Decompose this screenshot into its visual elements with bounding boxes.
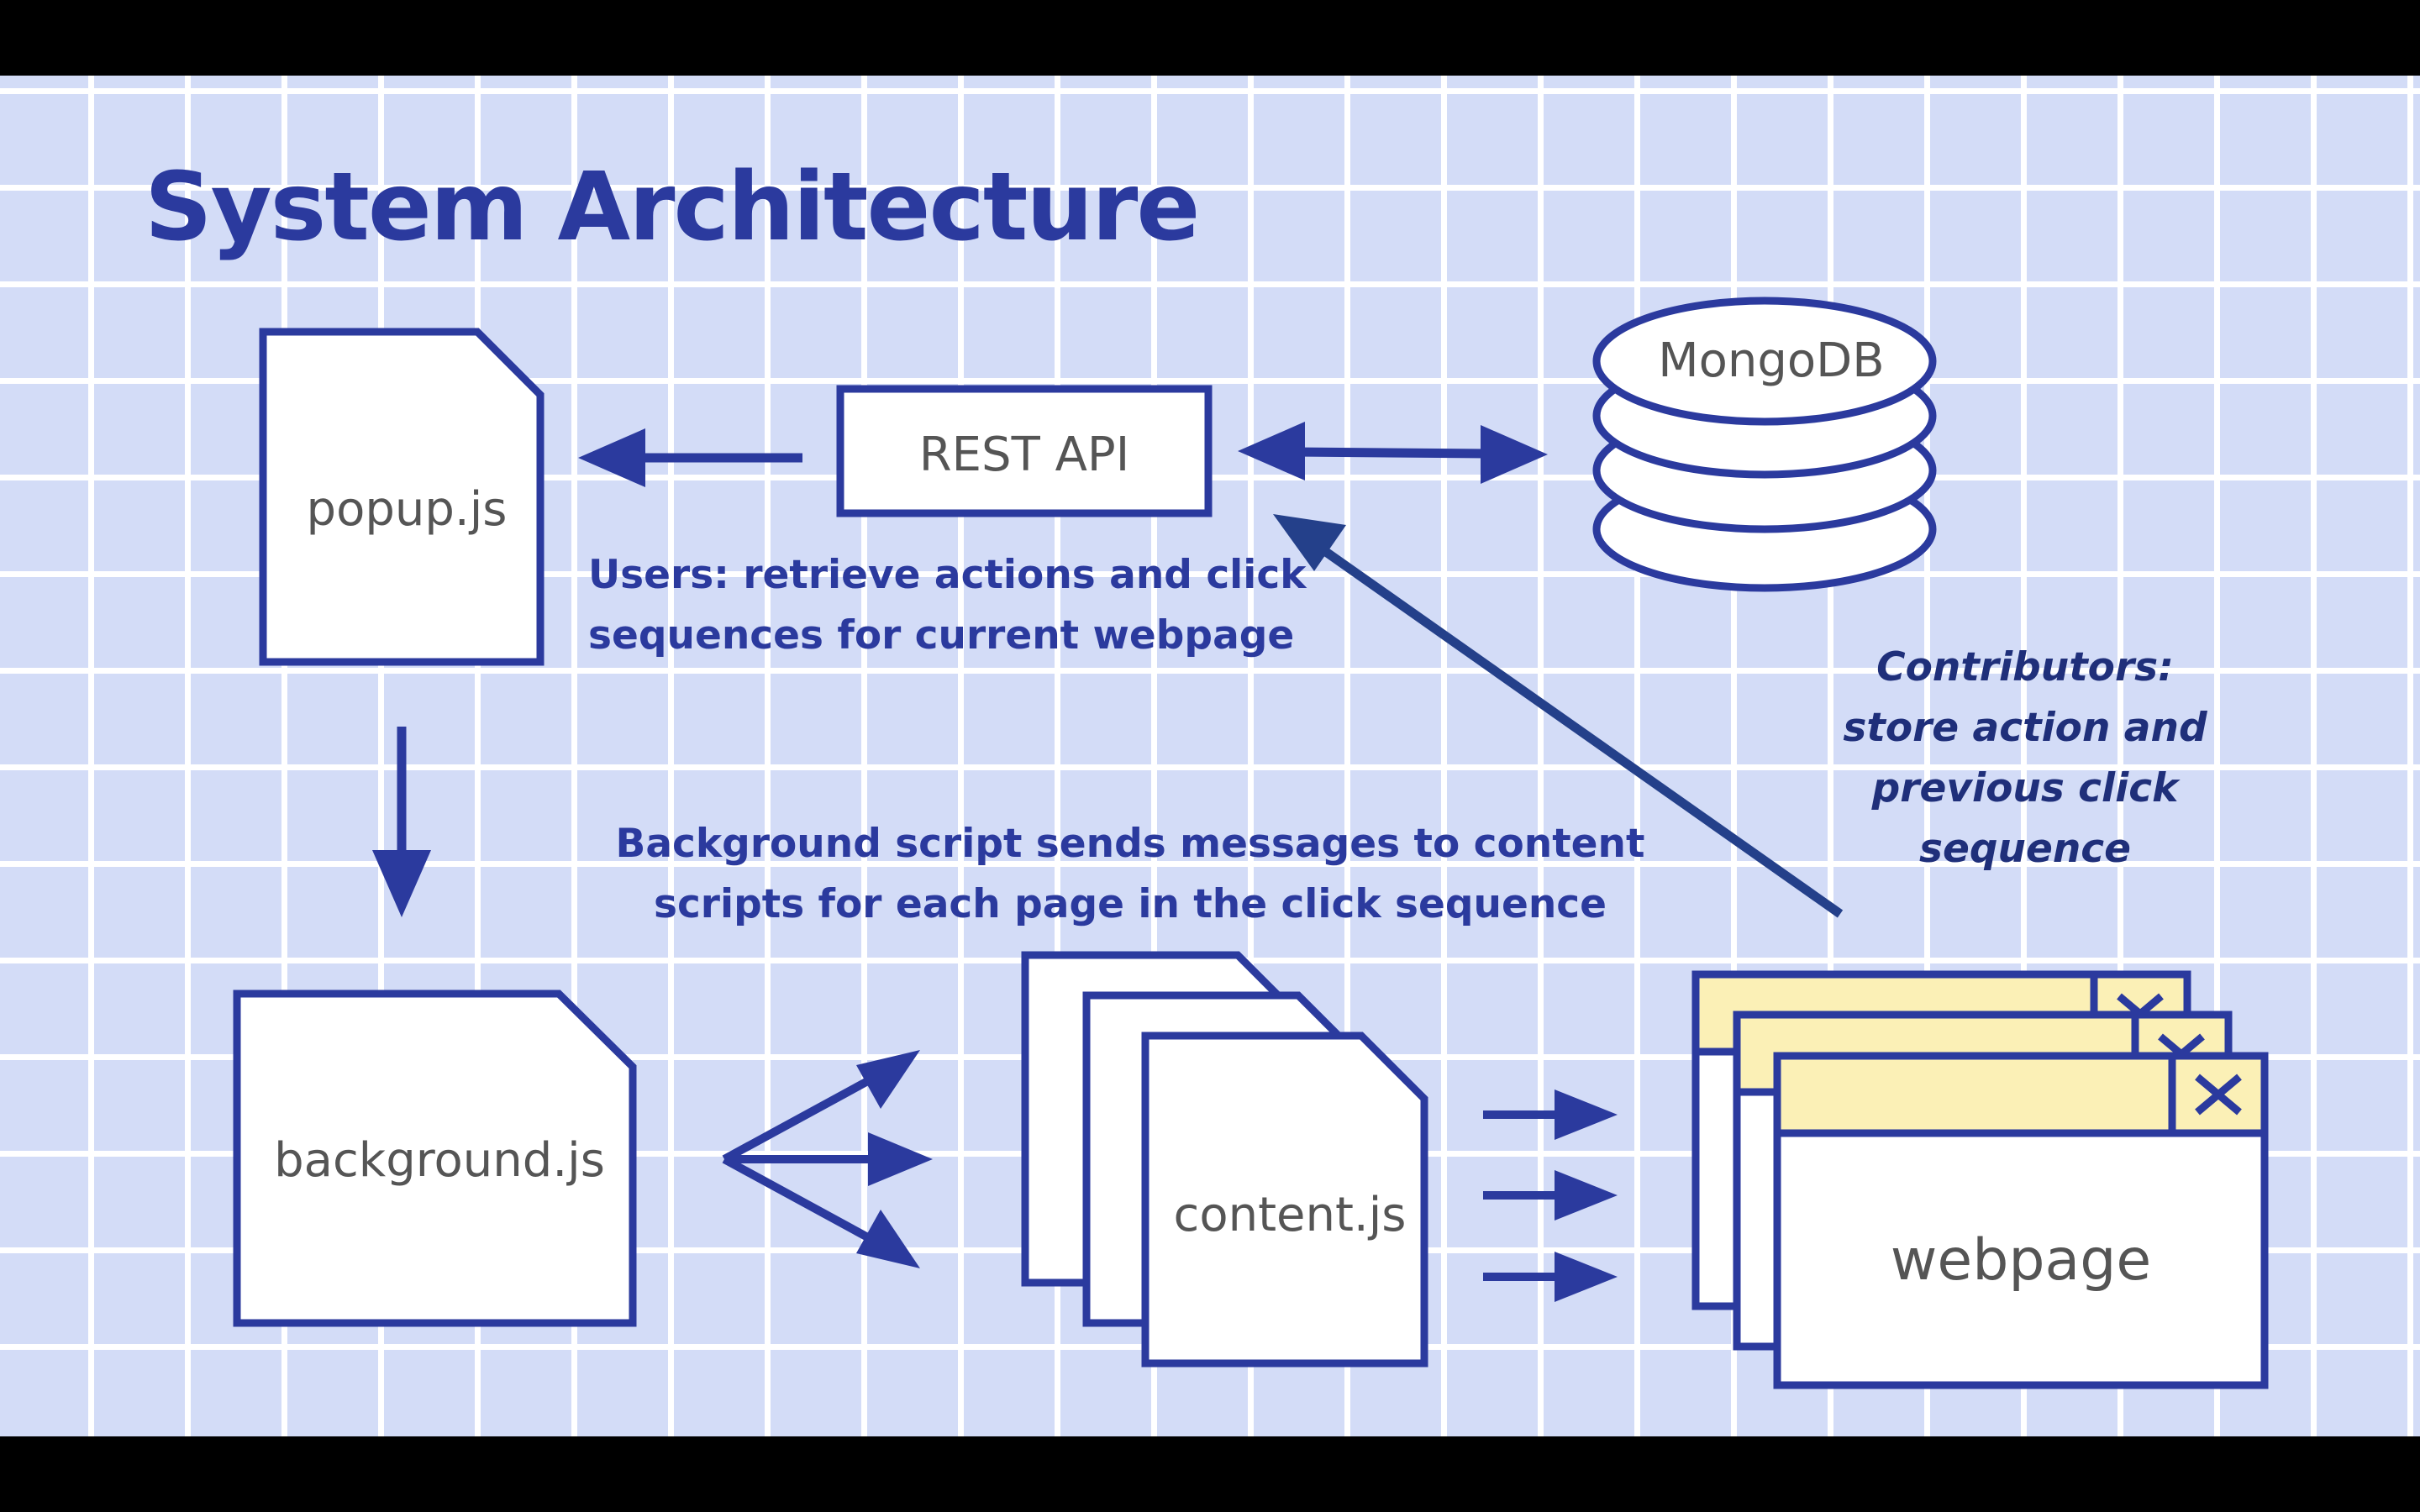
letterbox-top (0, 0, 2420, 76)
contributors-note-line-3: previous click (1871, 765, 2181, 811)
webpage-label: webpage (1891, 1227, 2151, 1294)
database-icon (1592, 297, 1937, 592)
rest-api-node: REST API (836, 385, 1213, 517)
contributors-note-line-4: sequence (1919, 826, 2131, 872)
arrows-content-to-webpage (1483, 1089, 1618, 1302)
arrow-webpage-to-rest (1273, 514, 1844, 918)
close-icon (2195, 1074, 2242, 1116)
contributors-note-line-1: Contributors: (1876, 644, 2174, 690)
content-js-node: content.js (1021, 951, 1428, 1368)
background-note: Background script sends messages to cont… (616, 821, 1645, 927)
document-icon (259, 328, 544, 666)
mongodb-node: MongoDB (1592, 297, 1937, 592)
arrow-rest-mongodb (1238, 422, 1548, 484)
page-title: System Architecture (145, 153, 1198, 262)
background-js-node: background.js (233, 990, 637, 1327)
users-note-line-1: Users: retrieve actions and click (588, 552, 1307, 598)
rest-api-box (836, 385, 1213, 517)
background-js-label: background.js (274, 1133, 605, 1188)
contributors-note-line-2: store action and (1843, 705, 2208, 751)
rest-api-label: REST API (919, 428, 1129, 482)
arrow-rest-to-popup (578, 428, 802, 487)
popup-js-node: popup.js (259, 328, 544, 666)
mongodb-label: MongoDB (1658, 333, 1884, 388)
letterbox-bottom (0, 1436, 2420, 1512)
contributors-note: Contributors: store action and previous … (1843, 644, 2208, 872)
document-icon (1141, 1032, 1428, 1368)
users-note: Users: retrieve actions and click sequen… (588, 552, 1307, 659)
document-icon (233, 990, 637, 1327)
webpage-node: webpage (1691, 970, 2269, 1389)
users-note-line-2: sequences for current webpage (588, 612, 1294, 659)
browser-window-front (1773, 1052, 2269, 1389)
background-note-line-1: Background script sends messages to cont… (616, 821, 1645, 867)
popup-js-label: popup.js (307, 482, 508, 537)
arrow-popup-to-background (372, 727, 431, 917)
background-note-line-2: scripts for each page in the click seque… (654, 881, 1607, 927)
content-js-label: content.js (1174, 1188, 1407, 1242)
arrows-background-to-content (722, 1050, 933, 1268)
